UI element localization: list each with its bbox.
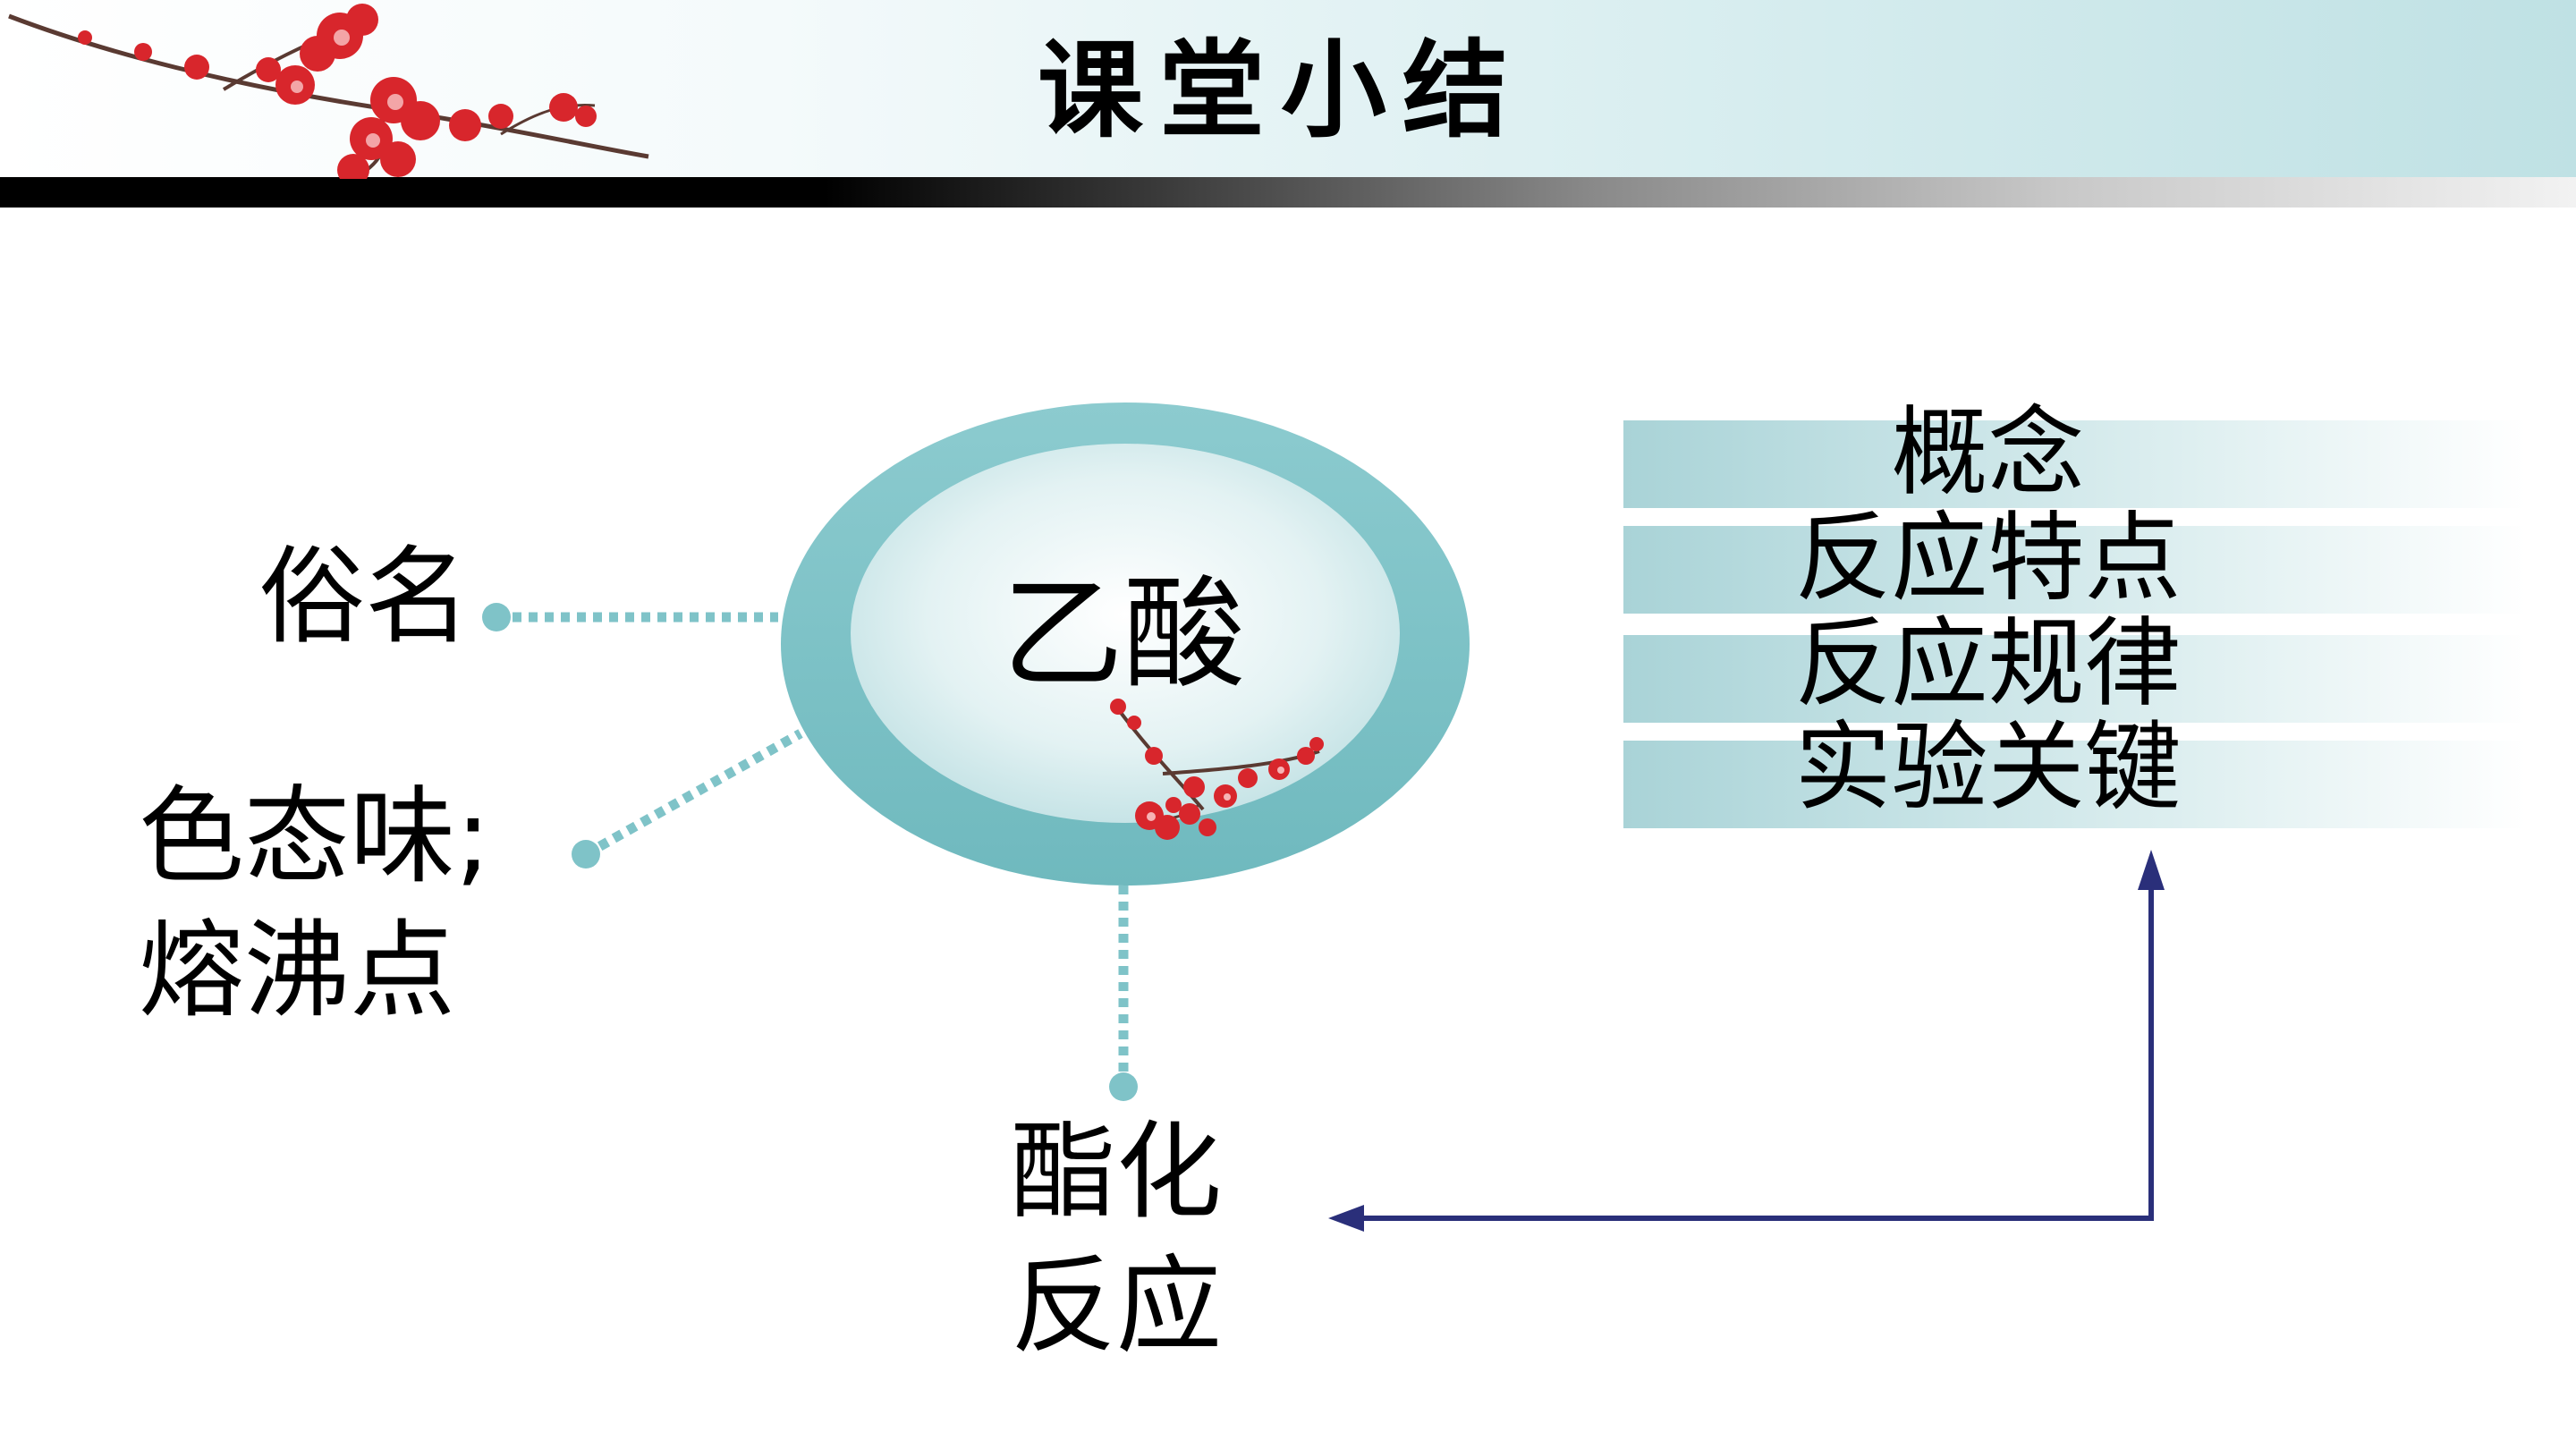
topic-label-features: 反应特点 <box>1794 503 2182 614</box>
label-esterification: 酯化 反应 <box>1011 1105 1222 1373</box>
topic-bar-rules <box>1623 635 2527 723</box>
page-title: 课堂小结 <box>1038 28 1525 152</box>
label-esterification-line-2: 反应 <box>1011 1244 1223 1368</box>
label-properties-line-2: 熔沸点 <box>139 909 456 1032</box>
label-nickname: 俗名 <box>259 535 471 658</box>
connector-dot-nickname <box>482 603 511 631</box>
connector-dot-properties <box>572 840 600 869</box>
label-esterification-line-1: 酯化 <box>1011 1110 1223 1233</box>
plum-blossom-small-icon <box>1110 699 1324 840</box>
arrow-head-left-icon <box>1328 1205 1364 1232</box>
arrow-path <box>1342 872 2154 1221</box>
center-ellipse-inner <box>851 444 1400 823</box>
header-divider-bar-solid <box>0 177 742 208</box>
connector-dot-reaction <box>1109 1072 1138 1101</box>
label-properties: 色态味; 熔沸点 <box>139 769 491 1038</box>
center-label: 乙酸 <box>1002 564 1245 706</box>
arrow-head-up-icon <box>2138 850 2165 890</box>
plum-blossom-branch-icon <box>8 4 649 179</box>
topic-label-experiment: 实验关键 <box>1794 712 2182 824</box>
connector-properties <box>583 729 803 859</box>
topic-bar-experiment <box>1623 741 2527 828</box>
topic-label-rules: 反应规律 <box>1794 608 2182 720</box>
topic-bar-concept <box>1623 420 2527 508</box>
topic-label-concept: 概念 <box>1891 397 2085 509</box>
label-properties-line-1: 色态味; <box>139 775 491 898</box>
slide-header <box>0 0 2576 179</box>
topic-bar-features <box>1623 526 2527 614</box>
